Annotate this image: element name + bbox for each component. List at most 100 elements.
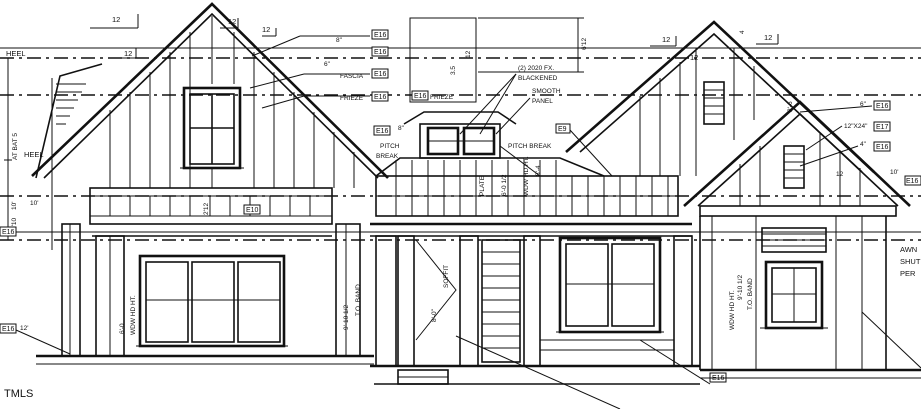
- tag-frieze: E16: [371, 91, 389, 102]
- pitch-break-left-b: BREAK: [376, 153, 399, 160]
- right-band-note: T.O. BAND: [747, 278, 754, 310]
- at-bat-note: AT BAT 5: [12, 133, 19, 160]
- center-upper-band: [375, 157, 679, 217]
- height-center: 6'12: [581, 38, 588, 50]
- left-upper-window: [180, 86, 244, 170]
- pitch-right-d: 4: [739, 30, 746, 34]
- tag-ridge: E16: [371, 29, 389, 40]
- svg-text:E16: E16: [876, 103, 889, 110]
- awning-note-3: PER: [900, 269, 916, 278]
- left-band: E10: [89, 187, 333, 225]
- left-side-siding: [56, 83, 86, 125]
- awning-note-2: SHUT: [900, 257, 921, 266]
- center-porch: 8'-0" SOFFIT: [370, 222, 711, 410]
- tag-right-b: E17: [873, 121, 891, 132]
- left-plate-dim: 10': [30, 200, 38, 207]
- left-porch-height: 9'-10 1/2: [343, 305, 350, 330]
- tag-right-edge: E16: [904, 175, 921, 186]
- left-vert-dim-b: 1'10: [11, 218, 18, 230]
- tag-fascia: E16: [371, 68, 389, 79]
- pitch-left-a: 12: [228, 17, 236, 26]
- svg-text:E16: E16: [414, 93, 427, 100]
- tag-band: E10: [243, 204, 261, 215]
- mid-height-b: 6'-0 1/2: [501, 174, 508, 196]
- heel-top-note: HEEL: [6, 49, 26, 58]
- frieze-size: 6": [324, 61, 331, 68]
- center-window-head-note: WDW HD HT.: [523, 156, 530, 196]
- tag-center-a: E16: [373, 125, 391, 136]
- svg-text:E10: E10: [246, 207, 259, 214]
- center-section: 3.5 12 6'12 (2) 2020 FX. BLACKENED SMOOT…: [370, 17, 727, 410]
- awning-note-1: AWN: [900, 245, 917, 254]
- svg-text:E16: E16: [2, 326, 15, 333]
- svg-text:E17: E17: [876, 124, 889, 131]
- mid-height-a: 2'12: [203, 203, 210, 215]
- ridge-pitch: 12: [112, 15, 120, 24]
- left-dimension-stack: HEEL AT BAT 5 HEEL 10' 1'10 10' E16 E16 …: [0, 49, 71, 355]
- height-right: 2'-6: [787, 101, 794, 112]
- tag-center-frieze: E16: [411, 90, 429, 101]
- right-size-a: 6": [860, 101, 867, 108]
- svg-text:E16: E16: [876, 144, 889, 151]
- svg-text:E16: E16: [374, 71, 387, 78]
- pitch-right-a: 12: [662, 35, 670, 44]
- tag-left-side: E16: [0, 226, 17, 237]
- pitch-right-b: 12: [764, 33, 772, 42]
- pitch-break-leaders: E9: [499, 123, 613, 177]
- pitch-break-left-a: PITCH: [380, 143, 400, 150]
- svg-text:E16: E16: [374, 32, 387, 39]
- watermark: TMLS: [4, 388, 33, 400]
- heel-bottom-note: HEEL: [24, 150, 44, 159]
- pitch-left-c: 12: [262, 25, 270, 34]
- svg-text:E16: E16: [376, 128, 389, 135]
- fixed-note-2: BLACKENED: [518, 75, 558, 82]
- svg-text:E9: E9: [558, 126, 567, 133]
- tag-left-top: E16: [371, 46, 389, 57]
- tag-pitch: E9: [555, 123, 571, 134]
- pitch-left-b: 12: [124, 49, 132, 58]
- left-annotations: 12 12 12 12 8" FASCIA 6" FRIEZE E16 E16 …: [90, 14, 389, 109]
- left-gable-wing: E10 WDW HD HT. T.O. BAND 9'-10 1/2 2'12 …: [31, 2, 389, 365]
- left-vert-dim-a: 10': [11, 202, 18, 210]
- overhang-dim: 6'-0: [119, 323, 126, 334]
- height-c: 8'-4: [535, 165, 542, 176]
- left-lower-wall: [61, 223, 361, 357]
- fixed-note-4: PANEL: [532, 98, 553, 105]
- center-plate-note: PLATE: [479, 175, 486, 196]
- center-fascia-size: 8": [398, 125, 405, 132]
- pitch-center-top: 3.5: [450, 66, 457, 75]
- fascia-size: 8": [336, 37, 343, 44]
- tag-right-c: E16: [873, 141, 891, 152]
- fixed-note-3: SMOOTH: [532, 88, 561, 95]
- soffit-dim: 8'-0": [431, 308, 438, 322]
- sill-dim: 12': [20, 325, 28, 332]
- svg-text:E16: E16: [906, 178, 919, 185]
- pitch-far-right: 12: [836, 171, 844, 178]
- pitch-center-side: 12: [465, 50, 472, 58]
- right-gable-main: 12 12 4 12: [565, 20, 875, 176]
- left-lower-window: [136, 254, 288, 348]
- left-gable-battens: [109, 16, 355, 188]
- soffit-note: SOFFIT: [443, 265, 450, 288]
- frieze-note: FRIEZE: [340, 95, 364, 102]
- svg-text:E16: E16: [374, 94, 387, 101]
- left-window-head-note: WDW HD HT.: [130, 295, 137, 335]
- right-size-c: 4": [860, 141, 867, 148]
- fascia-note: FASCIA: [340, 73, 364, 80]
- right-edge-dim: 10': [890, 169, 898, 176]
- frieze-center-note: FRIEZE: [430, 94, 454, 101]
- fixed-note-1: (2) 2020 FX.: [518, 65, 554, 72]
- svg-text:E16: E16: [374, 49, 387, 56]
- right-window-head-note: WDW HD HT.: [729, 290, 736, 330]
- right-gable-front: WDW HD HT. T.O. BAND 9'-10 1/2 2'-6 12 1…: [683, 100, 921, 379]
- pitch-break-right: PITCH BREAK: [508, 143, 552, 150]
- left-band-note: T.O. BAND: [355, 284, 362, 316]
- tag-right-a: E16: [873, 100, 891, 111]
- pitch-right-c: 12: [690, 53, 698, 62]
- center-dormer: [403, 111, 517, 159]
- svg-text:E16: E16: [2, 229, 15, 236]
- tag-sill: E16: [0, 323, 17, 334]
- right-porch-height: 9'-10 1/2: [737, 275, 744, 300]
